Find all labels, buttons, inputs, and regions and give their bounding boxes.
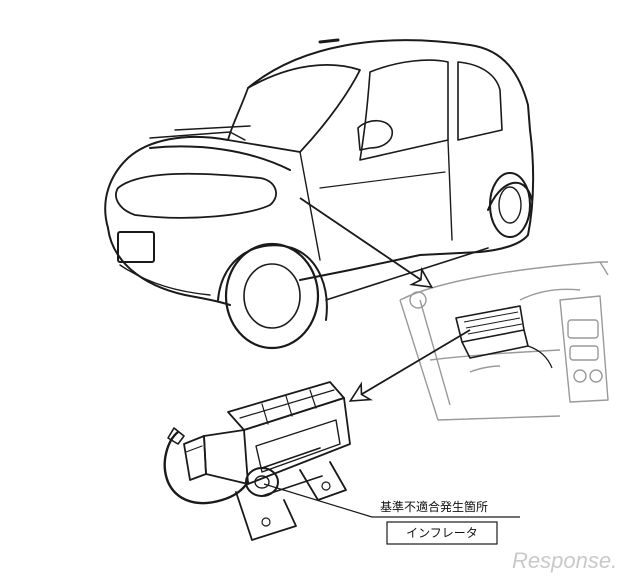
dashboard-to-module-arrow: [348, 329, 471, 402]
callout-leader-line: [263, 483, 373, 518]
leader-arrows: [299, 197, 471, 402]
car-illustration: [104, 38, 535, 350]
response-watermark: Response.: [512, 548, 617, 573]
airbag-module-detail: [163, 381, 351, 541]
car-to-dashboard-arrow: [299, 197, 434, 289]
callout: 基準不適合発生箇所 インフレータ: [263, 483, 520, 545]
dashboard-airbag-module: [455, 305, 553, 369]
defect-location-label: 基準不適合発生箇所: [380, 499, 488, 514]
part-name-box: [386, 521, 498, 545]
dashboard-illustration: [399, 261, 609, 421]
watermark-logo: Response.: [512, 548, 617, 573]
part-name-label: インフレータ: [406, 526, 478, 540]
